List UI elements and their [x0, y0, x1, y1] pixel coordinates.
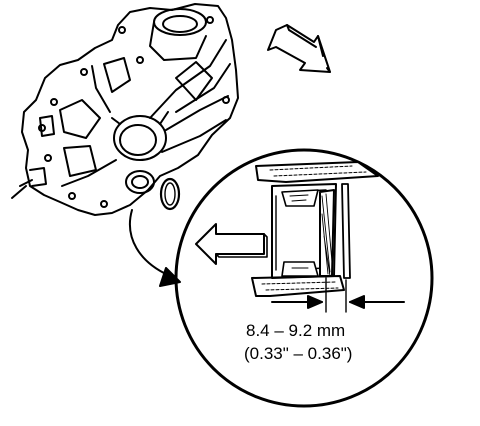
- arrow-down-right-icon: [267, 24, 331, 73]
- detail-callout: [174, 148, 434, 408]
- case-housing: [11, 3, 239, 216]
- snap-ring: [159, 177, 181, 211]
- curved-arrow-icon: [128, 209, 181, 287]
- arrow-left-icon: [195, 223, 268, 265]
- dimension-mm-label: 8.4 – 9.2 mm: [246, 321, 346, 340]
- dimension-inch-label: (0.33" – 0.36"): [244, 344, 353, 363]
